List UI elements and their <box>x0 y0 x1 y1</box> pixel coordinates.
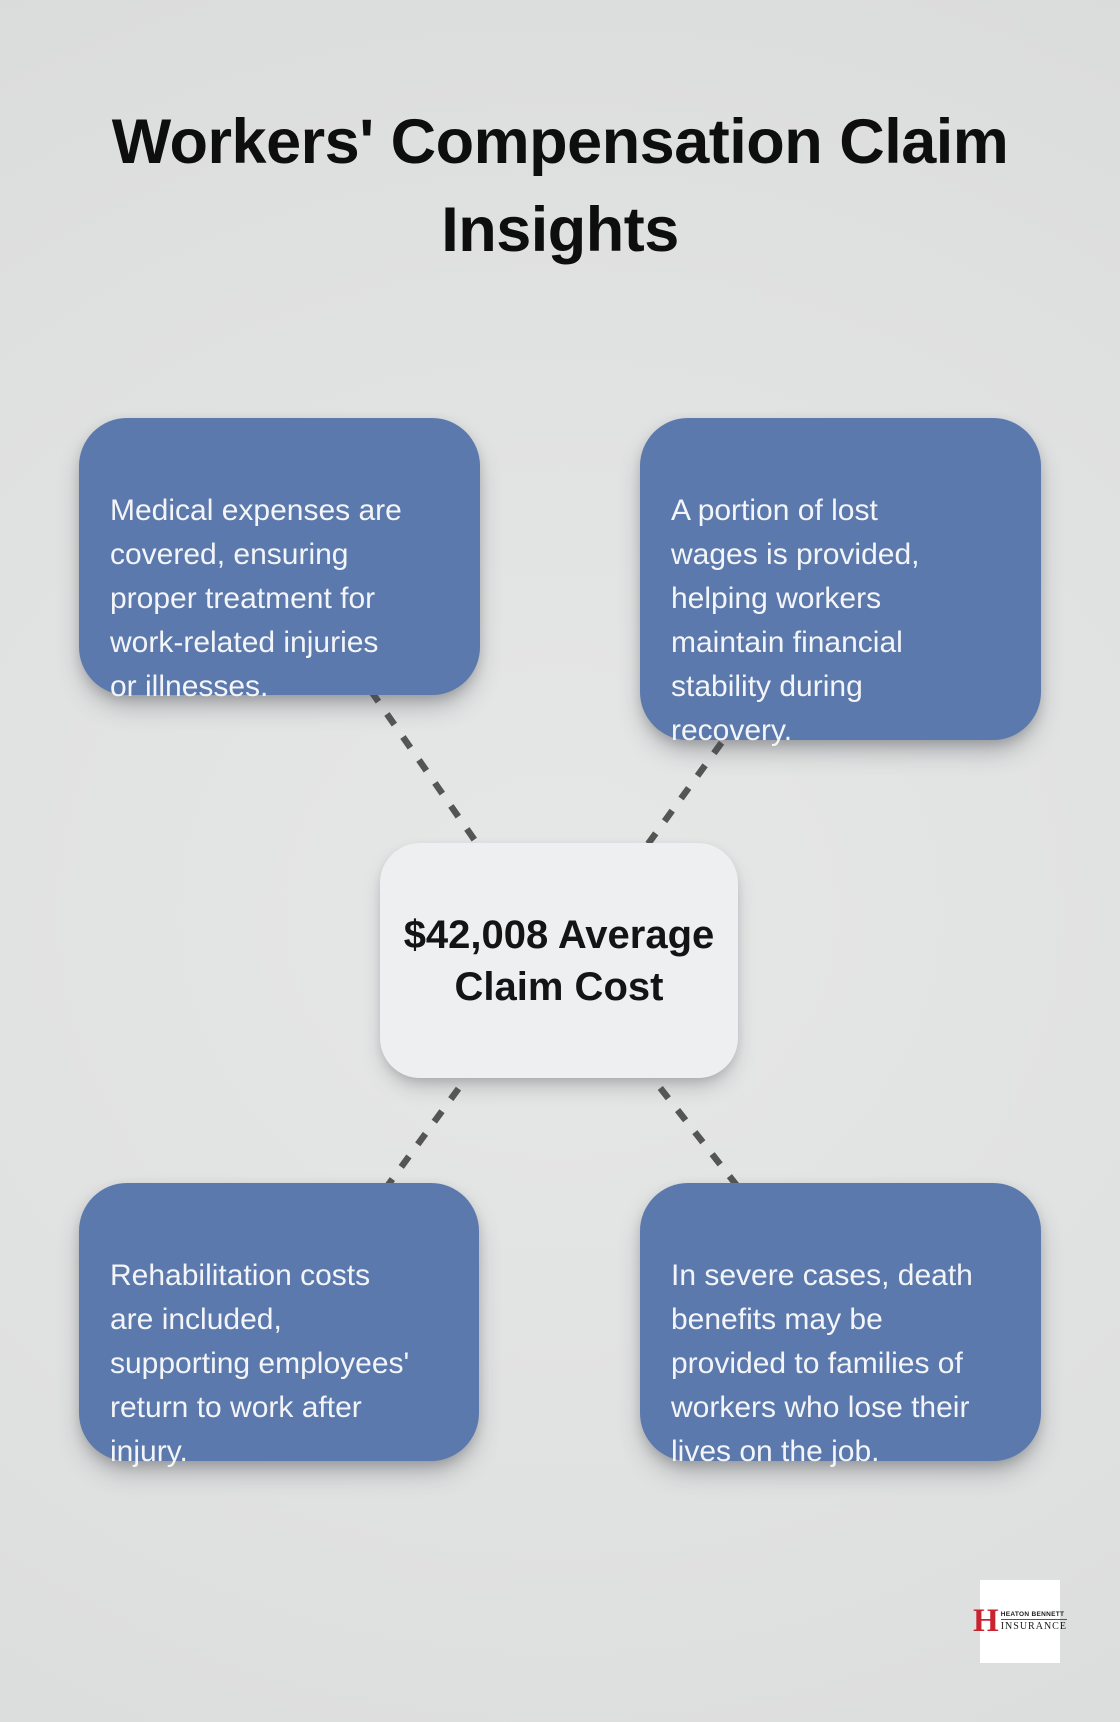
card-death-benefits-text: In severe cases, death benefits may be p… <box>671 1259 973 1468</box>
card-medical-expenses-text: Medical expenses are covered, ensuring p… <box>110 494 402 703</box>
card-medical-expenses: Medical expenses are covered, ensuring p… <box>79 418 480 703</box>
page-title: Workers' Compensation Claim Insights <box>111 107 1009 265</box>
connector-top-left <box>352 666 488 857</box>
logo-letter-h: H <box>973 1603 999 1639</box>
card-rehabilitation-text: Rehabilitation costs are included, suppo… <box>110 1259 410 1468</box>
connector-bottom-right <box>640 1063 748 1199</box>
connector-bottom-left <box>377 1064 478 1198</box>
card-lost-wages-text: A portion of lost wages is provided, hel… <box>671 494 920 747</box>
logo-text-block: HEATON BENNETT INSURANCE <box>1000 1611 1067 1632</box>
card-lost-wages: A portion of lost wages is provided, hel… <box>640 418 1041 747</box>
company-logo: H HEATON BENNETT INSURANCE <box>973 1580 1067 1663</box>
logo-company-name: HEATON BENNETT <box>1000 1611 1067 1620</box>
logo-company-type: INSURANCE <box>1000 1621 1067 1632</box>
card-rehabilitation: Rehabilitation costs are included, suppo… <box>79 1183 479 1468</box>
average-claim-cost-box: $42,008 Average Claim Cost <box>380 843 738 1078</box>
card-death-benefits: In severe cases, death benefits may be p… <box>640 1183 1041 1468</box>
average-claim-cost-label: $42,008 Average Claim Cost <box>403 912 715 1009</box>
